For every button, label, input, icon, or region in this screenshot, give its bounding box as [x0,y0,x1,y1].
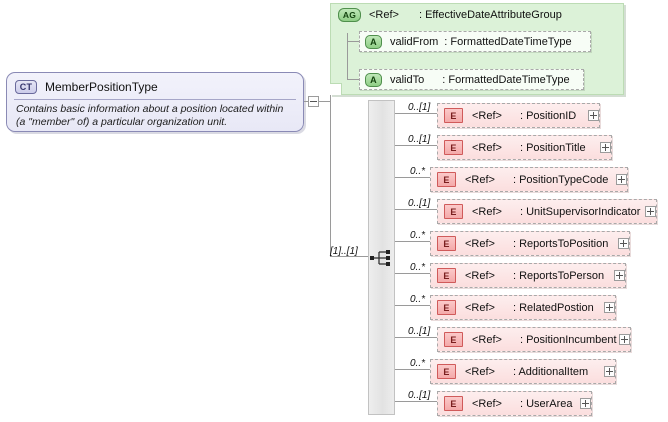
plus-icon[interactable] [618,238,629,249]
plus-icon[interactable] [614,270,625,281]
element-type: : PositionID [519,109,577,122]
plus-icon[interactable] [580,398,591,409]
cardinality-label: 0..[1] [408,134,431,145]
attribute-name: validFrom [390,35,439,48]
attribute-group-header: AG <Ref> : EffectiveDateAttributeGroup [338,8,562,22]
cardinality-label: 0..* [410,230,426,241]
element-type: : PositionTitle [519,141,586,154]
cardinality-label: 0..* [410,262,426,273]
sequence-cardinality: [1]..[1] [330,246,358,257]
element-row[interactable]: E <Ref> : RelatedPostion [430,295,616,320]
element-type: : UnitSupervisorIndicator [519,205,641,218]
attribute-type: : FormattedDateTimeType [444,35,572,48]
attribute-group-icon: AG [338,8,361,22]
element-type: : AdditionalItem [512,365,589,378]
plus-icon[interactable] [600,142,611,153]
cardinality-label: 0..* [410,294,426,305]
connector-line [395,209,437,210]
element-icon: E [437,364,456,379]
minus-icon[interactable] [308,96,319,107]
plus-icon[interactable] [588,110,599,121]
element-type: : ReportsToPosition [512,237,609,250]
element-row[interactable]: E <Ref> : PositionTitle [437,135,612,160]
attribute-type: : FormattedDateTimeType [442,73,570,86]
cardinality-label: 0..[1] [408,390,431,401]
connector-line [330,256,368,257]
element-row[interactable]: E <Ref> : ReportsToPosition [430,231,630,256]
element-type: : PositionIncumbent [519,333,617,346]
connector-line [304,101,308,102]
element-type: : UserArea [519,397,573,410]
element-type: : RelatedPostion [512,301,594,314]
connector-line [395,113,437,114]
connector-line [395,401,437,402]
element-ref: <Ref> [465,237,495,250]
element-icon: E [437,268,456,283]
complex-type-icon: CT [15,79,37,94]
element-row[interactable]: E <Ref> : PositionIncumbent [437,327,631,352]
cardinality-label: 0..[1] [408,102,431,113]
connector-line [395,145,437,146]
element-row[interactable]: E <Ref> : AdditionalItem [430,359,616,384]
cardinality-label: 0..* [410,358,426,369]
connector-line [395,273,430,274]
element-ref: <Ref> [472,205,502,218]
element-icon: E [444,204,463,219]
divider [14,99,296,100]
connector-line [330,56,331,256]
element-row[interactable]: E <Ref> : PositionTypeCode [430,167,628,192]
element-type: : ReportsToPerson [512,269,605,282]
connector-line [395,337,437,338]
complex-type-name: MemberPositionType [45,79,158,94]
element-ref: <Ref> [472,141,502,154]
element-icon: E [437,236,456,251]
attribute-group-ref: <Ref> [369,9,399,21]
attribute-row[interactable]: A validTo : FormattedDateTimeType [359,69,584,90]
cardinality-label: 0..[1] [408,326,431,337]
element-icon: E [444,332,463,347]
connector-line [347,33,348,80]
plus-icon[interactable] [645,206,656,217]
element-row[interactable]: E <Ref> : ReportsToPerson [430,263,626,288]
connector-line [395,305,430,306]
complex-type-description: Contains basic information about a posit… [16,103,284,128]
element-ref: <Ref> [472,333,502,346]
cardinality-label: 0..[1] [408,198,431,209]
attribute-icon: A [365,72,382,87]
element-ref: <Ref> [465,173,495,186]
attribute-group-type: : EffectiveDateAttributeGroup [418,9,562,21]
element-ref: <Ref> [465,269,495,282]
element-icon: E [444,108,463,123]
element-icon: E [444,396,463,411]
element-row[interactable]: E <Ref> : UserArea [437,391,592,416]
attribute-name: validTo [390,73,425,86]
plus-icon[interactable] [604,302,615,313]
attribute-row[interactable]: A validFrom : FormattedDateTimeType [359,31,591,52]
element-type: : PositionTypeCode [512,173,609,186]
element-row[interactable]: E <Ref> : PositionID [437,103,600,128]
element-ref: <Ref> [472,397,502,410]
connector-line [319,101,330,102]
element-ref: <Ref> [465,365,495,378]
attribute-group-box[interactable]: AG <Ref> : EffectiveDateAttributeGroup A… [330,3,624,95]
cardinality-label: 0..* [410,166,426,177]
connector-line [395,369,430,370]
plus-icon[interactable] [616,174,627,185]
sequence-compositor-icon [370,248,394,268]
element-icon: E [444,140,463,155]
element-ref: <Ref> [472,109,502,122]
connector-line [395,241,430,242]
plus-icon[interactable] [619,334,630,345]
complex-type-header: CT MemberPositionType [7,73,303,100]
complex-type-box[interactable]: CT MemberPositionType Contains basic inf… [6,72,304,132]
element-icon: E [437,300,456,315]
connector-line [395,177,430,178]
element-icon: E [437,172,456,187]
plus-icon[interactable] [604,366,615,377]
element-row[interactable]: E <Ref> : UnitSupervisorIndicator [437,199,657,224]
connector-line [347,79,359,80]
connector-line [347,41,359,42]
attribute-icon: A [365,34,382,49]
element-ref: <Ref> [465,301,495,314]
